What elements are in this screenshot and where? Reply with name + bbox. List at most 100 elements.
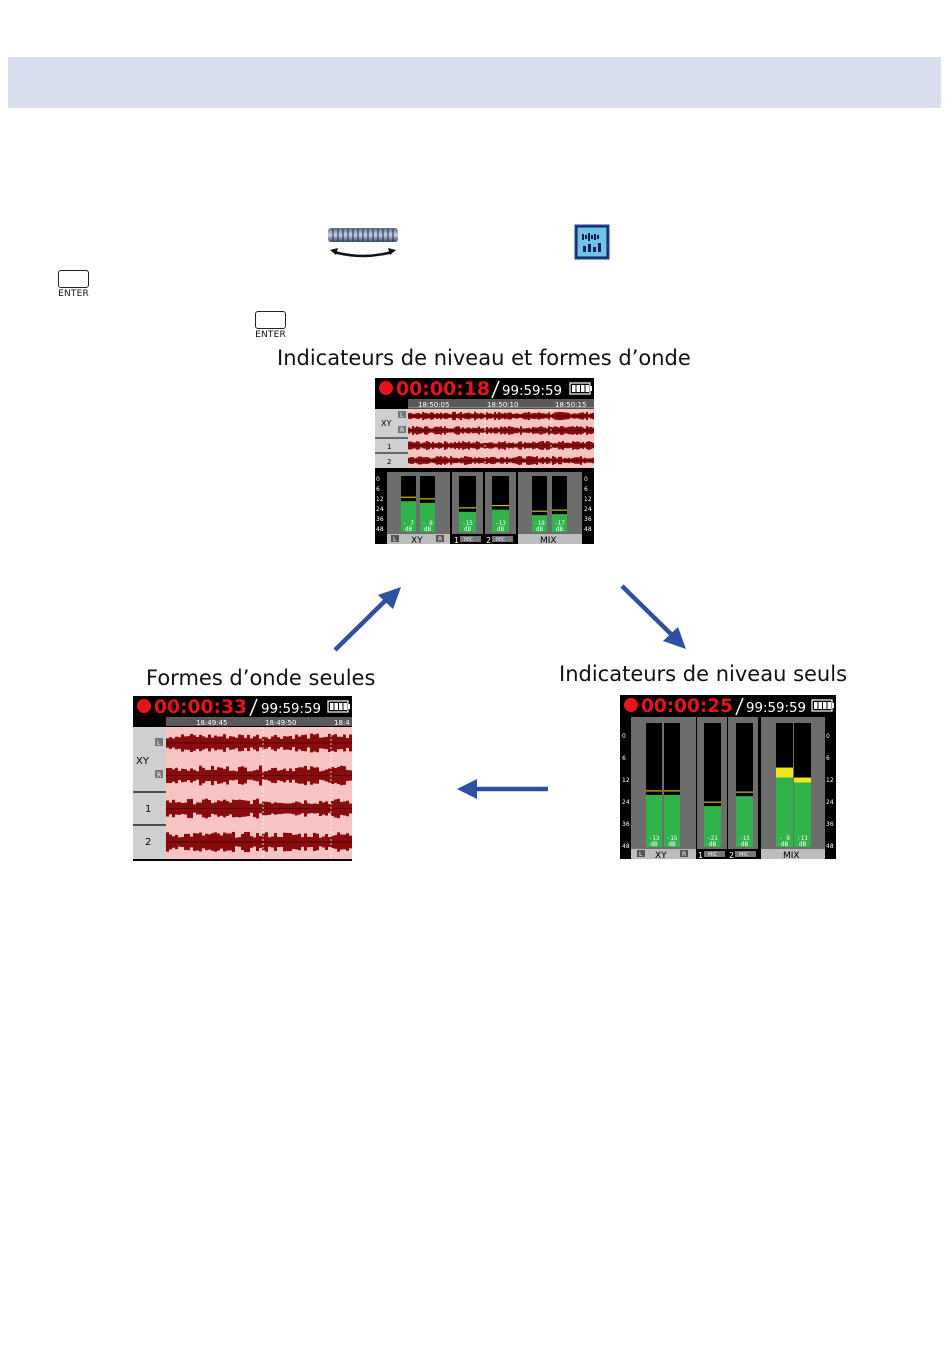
meter-bar bbox=[401, 501, 416, 532]
scale-label: 12 bbox=[826, 777, 834, 784]
footer-ch2: 2 bbox=[486, 536, 491, 544]
battery-icon bbox=[811, 699, 834, 712]
record-indicator-icon bbox=[624, 698, 638, 712]
ruler-label: 18:49:45 bbox=[196, 719, 227, 727]
meter-unit: dB bbox=[741, 841, 749, 848]
meter-unit: dB bbox=[556, 526, 564, 533]
scale-label: 36 bbox=[622, 821, 630, 828]
footer-mix: MIX bbox=[540, 536, 557, 544]
scale-label: 12 bbox=[584, 496, 592, 503]
scale-label: 0 bbox=[622, 733, 626, 740]
footer-mic: MIC bbox=[496, 537, 506, 543]
meter-value: -15 bbox=[462, 520, 473, 527]
waveform-area bbox=[166, 733, 352, 853]
scale-label: 6 bbox=[826, 755, 830, 762]
footer-ch1: 1 bbox=[454, 536, 459, 544]
ruler-label: 18:49:50 bbox=[265, 719, 296, 727]
meter-value: - 7 bbox=[403, 520, 414, 527]
meter-bar bbox=[776, 777, 793, 847]
footer-l: L bbox=[393, 536, 397, 543]
enter-key-icon: ENTER bbox=[58, 270, 89, 299]
meter-value: - 8 bbox=[422, 520, 433, 527]
channel-mark: L bbox=[400, 412, 404, 419]
footer-ch1: 1 bbox=[698, 851, 703, 859]
meter-bar bbox=[459, 511, 476, 532]
timecode: 00:00:18 bbox=[396, 378, 490, 400]
waveform-area bbox=[408, 411, 594, 465]
footer-r: R bbox=[438, 536, 442, 543]
scale-label: 24 bbox=[826, 799, 834, 806]
scale-label: 6 bbox=[584, 486, 588, 493]
record-indicator-icon bbox=[379, 381, 393, 395]
scale-label: 36 bbox=[826, 821, 834, 828]
meter-value: -18 bbox=[534, 520, 545, 527]
remaining-time: 99:59:59 bbox=[261, 702, 321, 717]
caption-meters-and-waveforms: Indicateurs de niveau et formes d’onde bbox=[277, 346, 691, 370]
meter-unit: dB bbox=[424, 526, 432, 533]
meter-bar bbox=[664, 794, 680, 847]
footer-xy: XY bbox=[655, 851, 667, 859]
channel-mark: R bbox=[157, 772, 161, 779]
screen-meters-and-waveforms: 00:00:18 99:59:59 18:50:05 18:50:10 18:5… bbox=[375, 378, 594, 544]
meter-value: -11 bbox=[797, 835, 808, 842]
footer-mic: MIC bbox=[464, 537, 474, 543]
meter-unit: dB bbox=[497, 526, 505, 533]
footer-mic: MIC bbox=[708, 852, 718, 858]
arrow-left bbox=[455, 776, 550, 802]
meter-unit: dB bbox=[781, 841, 789, 848]
channel-mark: R bbox=[400, 427, 404, 434]
footer-mic: MIC bbox=[739, 852, 749, 858]
meter-unit: dB bbox=[709, 841, 717, 848]
dial-wheel-icon bbox=[324, 226, 402, 260]
ruler-label: 18:50:10 bbox=[487, 401, 518, 409]
meter-value: -15 bbox=[667, 835, 678, 842]
track-label: XY bbox=[136, 756, 150, 767]
meter-value: -17 bbox=[554, 520, 565, 527]
footer-mix: MIX bbox=[783, 851, 800, 859]
meter-bar bbox=[420, 502, 435, 532]
battery-icon bbox=[327, 700, 350, 713]
arrow-up-right bbox=[330, 584, 405, 654]
scale-label: 0 bbox=[826, 733, 830, 740]
track-label: XY bbox=[381, 419, 391, 428]
meter-value: -21 bbox=[707, 835, 718, 842]
scale-label: 36 bbox=[376, 516, 384, 523]
scale-label: 24 bbox=[622, 799, 630, 806]
meter-unit: dB bbox=[668, 841, 676, 848]
timecode: 00:00:33 bbox=[154, 696, 247, 718]
scale-label: 6 bbox=[622, 755, 626, 762]
enter-key-icon: ENTER bbox=[255, 311, 286, 340]
meter-unit: dB bbox=[799, 841, 807, 848]
meter-bar bbox=[646, 794, 662, 847]
battery-icon bbox=[569, 382, 592, 395]
footer-r: R bbox=[682, 851, 686, 858]
meter-bar bbox=[532, 515, 547, 532]
footer-l: L bbox=[639, 851, 643, 858]
scale-label: 6 bbox=[376, 486, 380, 493]
footer-xy: XY bbox=[411, 536, 423, 544]
footer-ch2: 2 bbox=[729, 851, 734, 859]
scale-label: 24 bbox=[376, 506, 384, 513]
timecode: 00:00:25 bbox=[641, 695, 733, 717]
scale-label: 24 bbox=[584, 506, 592, 513]
meter-value: -15 bbox=[739, 835, 750, 842]
meter-bar bbox=[736, 796, 753, 847]
meter-peak bbox=[776, 767, 793, 778]
display-mode-icon bbox=[574, 224, 610, 260]
remaining-time: 99:59:59 bbox=[746, 701, 806, 716]
scale-label: 48 bbox=[376, 526, 384, 533]
meter-unit: dB bbox=[464, 526, 472, 533]
scale-label: 12 bbox=[622, 777, 630, 784]
meter-bar bbox=[552, 514, 567, 532]
meter-value: - 9 bbox=[779, 835, 790, 842]
meter-value: -13 bbox=[649, 835, 660, 842]
caption-waveforms-only: Formes d’onde seules bbox=[146, 666, 376, 690]
ruler-label: 18:50:15 bbox=[555, 401, 586, 409]
scale-label: 12 bbox=[376, 496, 384, 503]
scale-label: 48 bbox=[826, 843, 834, 850]
screen-waveforms-only: 00:00:33 99:59:59 18:49:45 18:49:50 18:4… bbox=[133, 696, 352, 861]
scale-label: 0 bbox=[376, 476, 380, 483]
meter-unit: dB bbox=[405, 526, 413, 533]
scale-label: 36 bbox=[584, 516, 592, 523]
